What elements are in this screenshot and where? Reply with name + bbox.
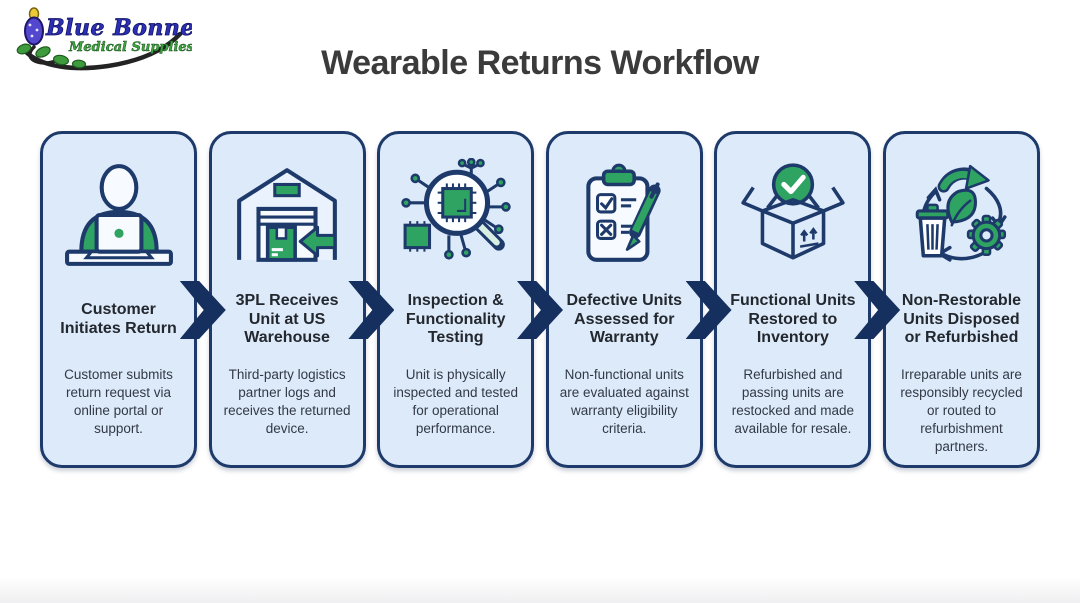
warranty-checklist-icon [568, 140, 680, 288]
bluebonnet-flower-icon: Blue Bonnet Medical Supplies [16, 7, 192, 71]
step-card-defective-units-warranty: Defective Units Assessed for Warranty No… [545, 131, 703, 468]
step-card-nonrestorable-disposal: Non-Restorable Units Disposed or Refurbi… [882, 131, 1040, 468]
step-title: Defective Units Assessed for Warranty [566, 291, 683, 347]
step-description: Refurbished and passing units are restoc… [731, 367, 855, 436]
workflow-row: Customer Initiates Return Customer submi… [40, 131, 1040, 468]
step-description: Third-party logistics partner logs and r… [223, 367, 351, 436]
step-description: Customer submits return request via onli… [64, 367, 173, 436]
bottom-gradient [0, 577, 1080, 603]
step-card-customer-initiates-return: Customer Initiates Return Customer submi… [40, 131, 197, 468]
step-description: Irreparable units are responsibly recycl… [900, 367, 1023, 454]
logo: Blue Bonnet Medical Supplies [12, 4, 192, 74]
step-title: Inspection & Functionality Testing [405, 291, 506, 347]
step-card-3pl-receives-unit: 3PL Receives Unit at US Warehouse Third-… [208, 131, 366, 468]
logo-name: Blue Bonnet [45, 15, 192, 41]
step-title: Functional Units Restored to Inventory [730, 291, 856, 347]
step-card-inspection-testing: Inspection & Functionality Testing Unit … [377, 131, 535, 468]
inspection-testing-icon [400, 140, 512, 288]
step-description: Non-functional units are evaluated again… [559, 367, 689, 436]
step-title: 3PL Receives Unit at US Warehouse [235, 291, 339, 347]
warehouse-receiving-icon [231, 140, 343, 288]
restock-box-icon [737, 140, 849, 288]
step-title: Customer Initiates Return [60, 301, 177, 337]
recycle-disposal-icon [905, 140, 1017, 288]
logo-tagline: Medical Supplies [68, 40, 192, 55]
customer-laptop-icon [63, 140, 175, 288]
page-title: Wearable Returns Workflow [321, 44, 759, 82]
step-card-functional-units-restored: Functional Units Restored to Inventory R… [714, 131, 872, 468]
step-description: Unit is physically inspected and tested … [393, 367, 518, 436]
step-title: Non-Restorable Units Disposed or Refurbi… [901, 291, 1022, 347]
